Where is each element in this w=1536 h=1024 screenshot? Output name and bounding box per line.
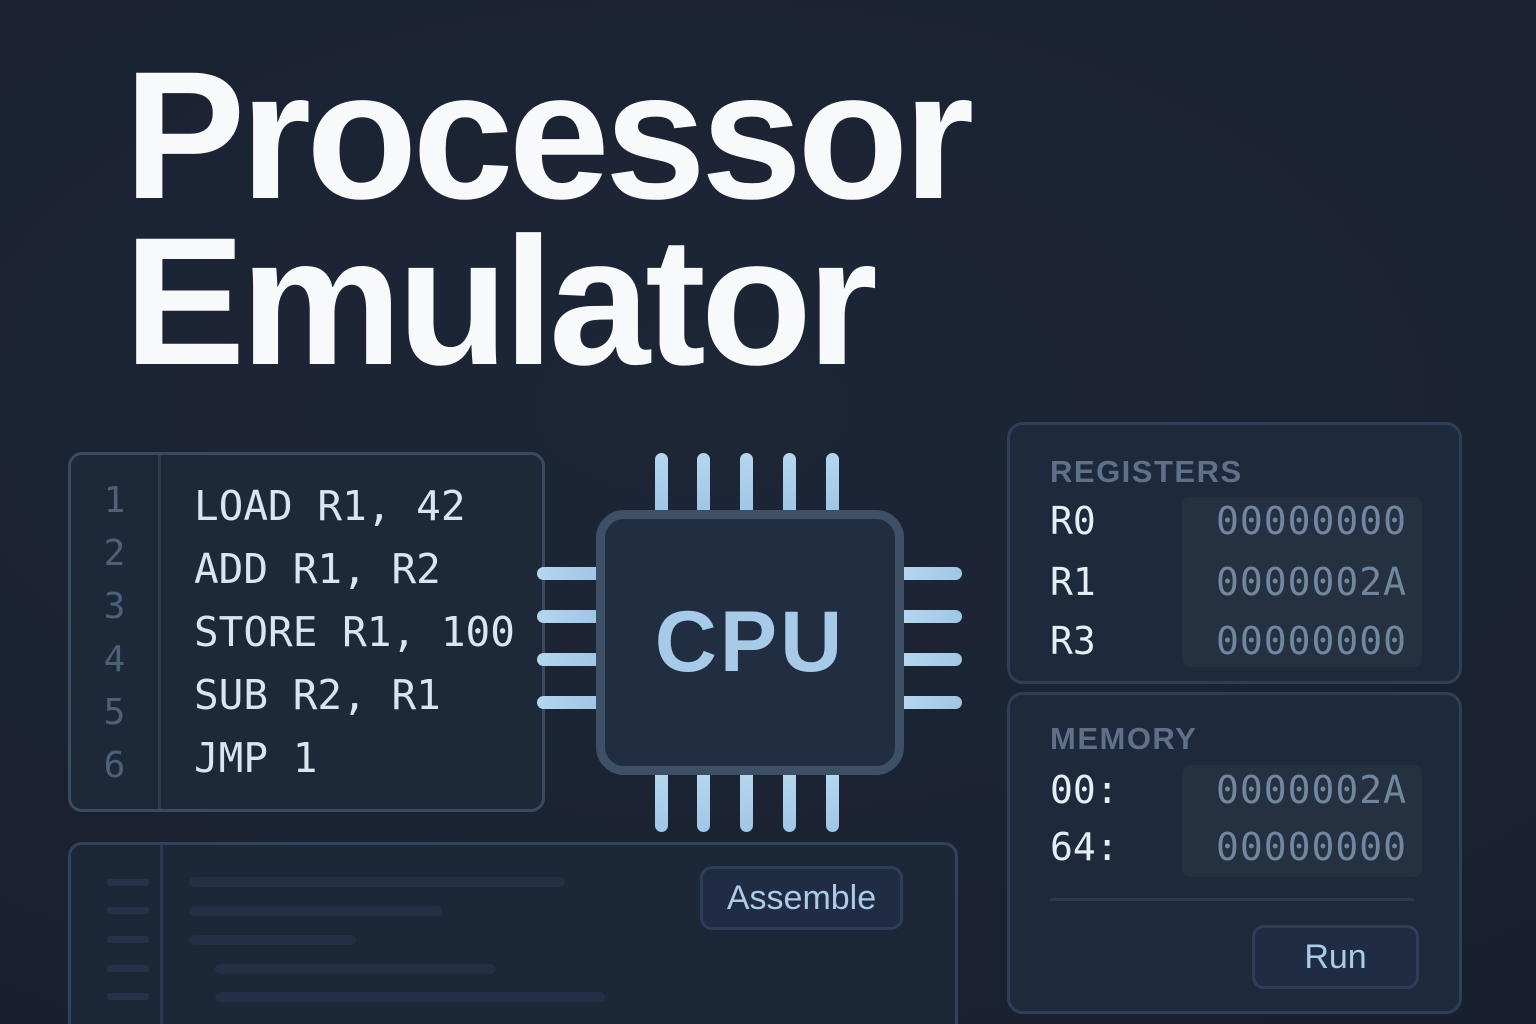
skeleton-line (189, 877, 565, 887)
page-title-line2: Emulator (124, 199, 878, 403)
code-editor-panel[interactable]: 1 2 3 4 5 6 LOAD R1, 42 ADD R1, R2 STORE… (68, 452, 545, 812)
cpu-pin-icon (697, 453, 710, 512)
register-row: R3 00000000 (1050, 619, 1407, 663)
register-value: 00000000 (1215, 499, 1407, 543)
register-row: R0 00000000 (1050, 499, 1407, 543)
cpu-pin-icon (783, 453, 796, 512)
cpu-pin-icon (826, 453, 839, 512)
memory-divider (1050, 898, 1414, 901)
code-line[interactable]: ADD R1, R2 (194, 545, 441, 593)
register-name: R1 (1050, 560, 1096, 604)
code-line[interactable]: SUB R2, R1 (194, 671, 441, 719)
cpu-pin-icon (740, 773, 753, 832)
gutter-dash (107, 965, 149, 972)
assemble-button[interactable]: Assemble (700, 866, 903, 930)
memory-panel: MEMORY 00: 0000002A 64: 00000000 Run (1007, 692, 1462, 1014)
line-number: 6 (103, 745, 126, 786)
skeleton-line (215, 964, 496, 974)
memory-value: 0000002A (1215, 768, 1407, 812)
cpu-pin-icon (903, 567, 962, 580)
memory-value: 00000000 (1215, 825, 1407, 869)
line-number: 2 (103, 533, 126, 574)
register-value: 00000000 (1215, 619, 1407, 663)
gutter-dash (107, 936, 149, 943)
cpu-pin-icon (537, 696, 596, 709)
skeleton-line (189, 906, 442, 916)
gutter-dash (107, 907, 149, 914)
memory-address: 00: (1050, 768, 1119, 812)
cpu-pin-icon (537, 567, 596, 580)
page-title-line1: Processor (124, 33, 974, 237)
line-number: 4 (103, 639, 126, 680)
cpu-pin-icon (783, 773, 796, 832)
skeleton-line (189, 935, 356, 945)
line-number: 5 (103, 692, 126, 733)
output-gutter (71, 845, 163, 1024)
register-name: R0 (1050, 499, 1096, 543)
registers-title: REGISTERS (1050, 454, 1243, 489)
cpu-pin-icon (537, 653, 596, 666)
code-line[interactable]: LOAD R1, 42 (194, 482, 466, 530)
line-number: 1 (103, 480, 126, 521)
code-input-area[interactable]: LOAD R1, 42 ADD R1, R2 STORE R1, 100 SUB… (161, 455, 542, 809)
cpu-pin-icon (903, 653, 962, 666)
code-line[interactable]: STORE R1, 100 (194, 608, 515, 656)
cpu-chip-label: CPU (654, 594, 846, 690)
cpu-pin-icon (697, 773, 710, 832)
cpu-pin-icon (655, 773, 668, 832)
memory-address: 64: (1050, 825, 1119, 869)
register-name: R3 (1050, 619, 1096, 663)
cpu-pin-icon (903, 610, 962, 623)
line-number-gutter: 1 2 3 4 5 6 (71, 455, 161, 809)
gutter-dash (107, 993, 149, 1000)
line-number: 3 (103, 586, 126, 627)
register-value: 0000002A (1215, 560, 1407, 604)
page-title: Processor Emulator (124, 33, 974, 403)
skeleton-line (215, 992, 605, 1002)
cpu-pin-icon (826, 773, 839, 832)
memory-row: 64: 00000000 (1050, 825, 1407, 869)
cpu-pin-icon (740, 453, 753, 512)
memory-title: MEMORY (1050, 721, 1198, 756)
gutter-dash (107, 879, 149, 886)
cpu-chip-body: CPU (596, 510, 904, 775)
memory-row: 00: 0000002A (1050, 768, 1407, 812)
register-row: R1 0000002A (1050, 560, 1407, 604)
cpu-pin-icon (903, 696, 962, 709)
cpu-pin-icon (537, 610, 596, 623)
cpu-pin-icon (655, 453, 668, 512)
code-line[interactable]: JMP 1 (194, 734, 318, 782)
run-button[interactable]: Run (1252, 925, 1419, 989)
registers-panel: REGISTERS R0 00000000 R1 0000002A R3 000… (1007, 422, 1462, 684)
